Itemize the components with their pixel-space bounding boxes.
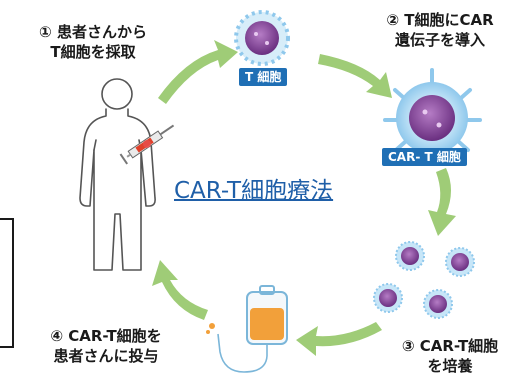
arrow-1-to-2 (158, 40, 238, 104)
injection-site-icon (143, 140, 151, 148)
step-1-line-2: T細胞を採取 (50, 43, 136, 61)
diagram-title: CAR-T細胞療法 (174, 178, 334, 204)
arrow-3-to-4 (428, 168, 456, 236)
step-3-line-2: を培養 (427, 357, 473, 375)
step-2-line-1: ② T細胞にCAR (386, 11, 494, 29)
frame-edge (0, 218, 14, 348)
step-3-line-1: ③ CAR-T細胞 (401, 337, 499, 355)
step-4-line-1: ④ CAR-T細胞を (50, 327, 162, 345)
expanded-cells-icon (373, 241, 475, 319)
step-3-label: ③ CAR-T細胞 を培養 (386, 336, 514, 376)
patient-figure (79, 78, 156, 271)
step-2-line-2: 遺伝子を導入 (394, 31, 485, 49)
cycle-arrows (152, 40, 456, 356)
step-1-label: ① 患者さんから T細胞を採取 (16, 22, 170, 62)
step-1-line-1: ① 患者さんから (39, 23, 147, 41)
step-2-label: ② T細胞にCAR 遺伝子を導入 (362, 10, 518, 50)
arrow-4-to-5 (296, 322, 382, 356)
arrow-5-to-1 (152, 260, 208, 320)
t-cell-icon (234, 10, 290, 66)
step-4-line-2: 患者さんに投与 (53, 347, 159, 365)
car-t-cell-badge: CAR- T 細胞 (382, 148, 467, 166)
car-t-cell-icon (383, 68, 482, 154)
t-cell-badge: T 細胞 (239, 68, 288, 86)
step-4-label: ④ CAR-T細胞を 患者さんに投与 (22, 326, 190, 366)
iv-bag-icon (206, 285, 288, 373)
arrow-2-to-3 (318, 54, 392, 98)
